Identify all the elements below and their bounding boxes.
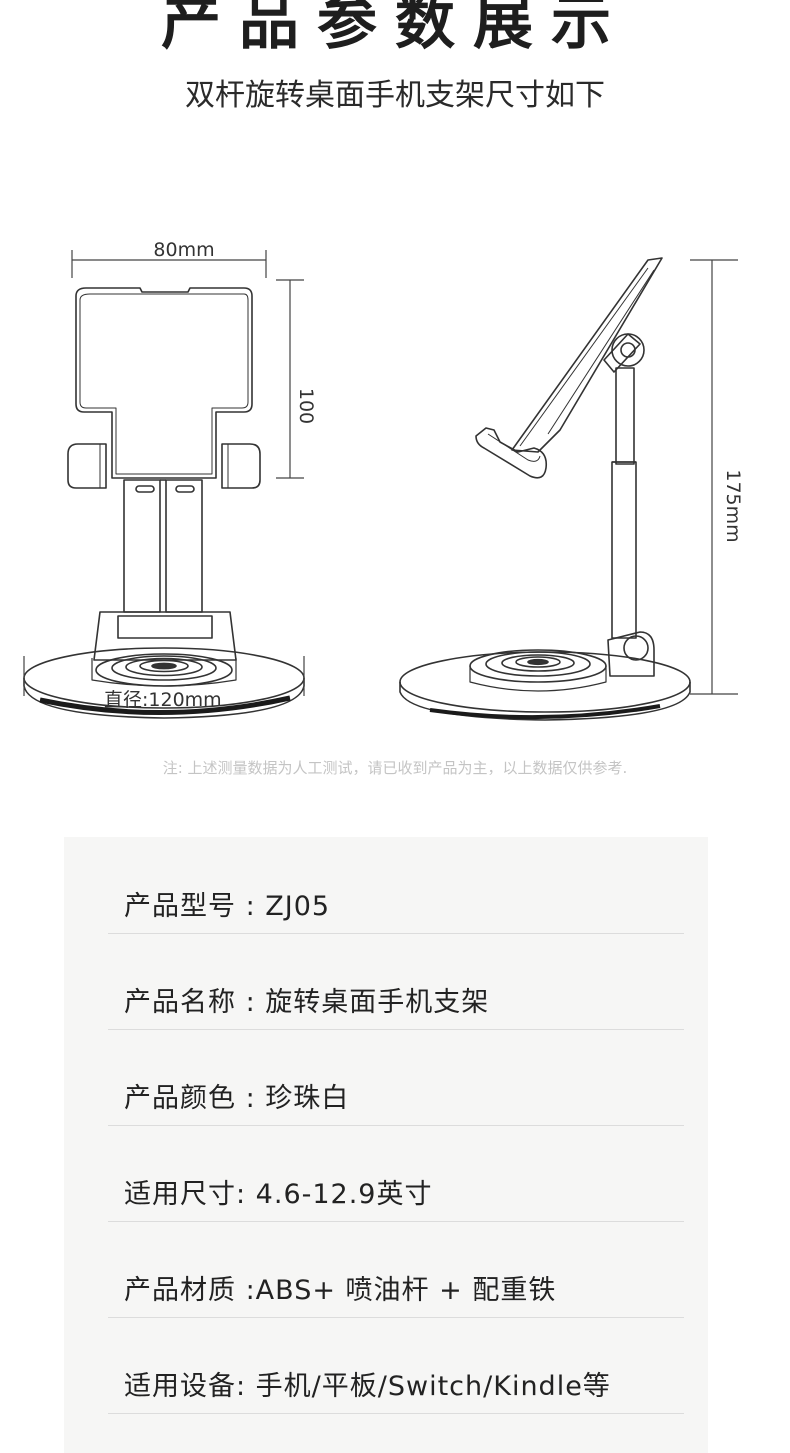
spec-size-text: 适用尺寸: 4.6-12.9英寸 bbox=[124, 1179, 433, 1210]
page-title: 产品参数展示 bbox=[161, 0, 629, 58]
spec-row-color: 产品颜色 : 珍珠白 bbox=[108, 1029, 684, 1126]
spec-devices-text: 适用设备: 手机/平板/Switch/Kindle等 bbox=[124, 1371, 611, 1402]
spec-row-name: 产品名称 : 旋转桌面手机支架 bbox=[108, 933, 684, 1030]
spec-row-model: 产品型号 : ZJ05 bbox=[108, 837, 684, 934]
side-view: 175mm bbox=[399, 257, 744, 721]
spec-material-text: 产品材质 :ABS+ 喷油杆 + 配重铁 bbox=[124, 1275, 557, 1306]
spec-color-text: 产品颜色 : 珍珠白 bbox=[124, 1083, 350, 1114]
diameter-dimension-label: 直径:120mm bbox=[104, 689, 222, 711]
spec-model-text: 产品型号 : ZJ05 bbox=[124, 891, 331, 922]
spec-row-devices: 适用设备: 手机/平板/Switch/Kindle等 bbox=[108, 1317, 684, 1414]
spec-name-text: 产品名称 : 旋转桌面手机支架 bbox=[124, 987, 490, 1018]
width-dimension-label: 80mm bbox=[153, 239, 214, 261]
front-view: 80mm 100 bbox=[23, 239, 317, 719]
product-dimension-drawing: 80mm 100 bbox=[23, 239, 744, 721]
spec-panel: 产品型号 : ZJ05 产品名称 : 旋转桌面手机支架 产品颜色 : 珍珠白 适… bbox=[64, 837, 708, 1453]
spec-row-size: 适用尺寸: 4.6-12.9英寸 bbox=[108, 1125, 684, 1222]
measurement-note: 注: 上述测量数据为人工测试，请已收到产品为主，以上数据仅供参考. bbox=[162, 759, 628, 777]
height-side-dimension-label: 175mm bbox=[722, 469, 744, 542]
page-subtitle: 双杆旋转桌面手机支架尺寸如下 bbox=[185, 78, 605, 113]
spec-row-material: 产品材质 :ABS+ 喷油杆 + 配重铁 bbox=[108, 1221, 684, 1318]
height-front-dimension-label: 100 bbox=[295, 388, 317, 424]
